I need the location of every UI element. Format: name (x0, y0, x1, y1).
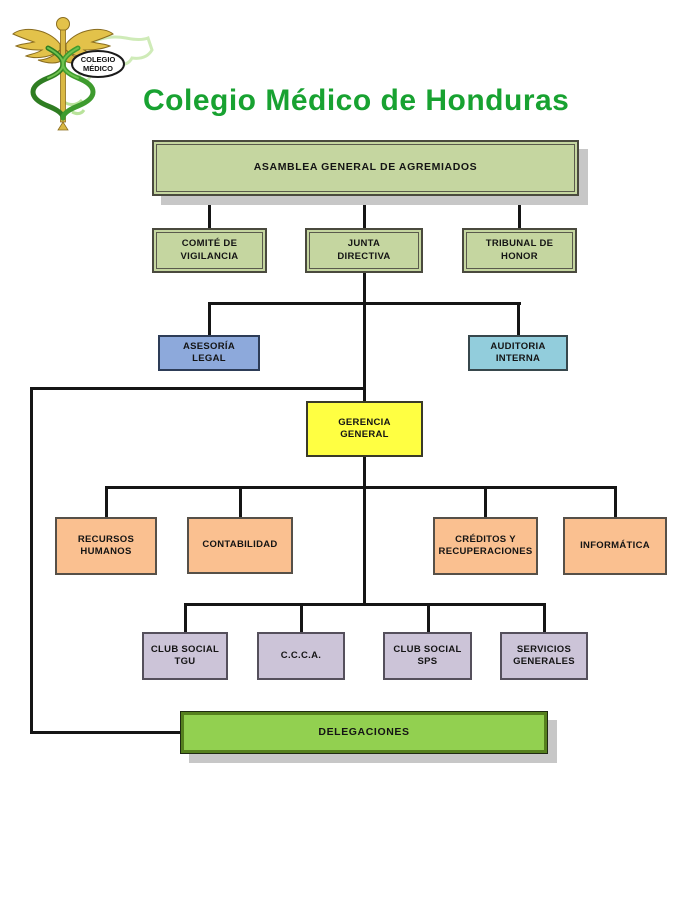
org-box-asesoria-legal: ASESORÍA LEGAL (158, 335, 260, 371)
logo-label-line1: COLEGIO (81, 55, 116, 64)
org-box-auditoria-interna: AUDITORIA INTERNA (468, 335, 568, 371)
connector-line (613, 487, 617, 517)
org-box-gerencia-general: GERENCIA GENERAL (306, 401, 423, 457)
connector-line (483, 487, 487, 517)
connector-line (207, 303, 211, 335)
connector-line (426, 604, 430, 632)
page-title: Colegio Médico de Honduras (143, 84, 570, 117)
org-box-club-social-sps: CLUB SOCIAL SPS (383, 632, 472, 680)
connector-line (104, 487, 108, 517)
org-box-contabilidad: CONTABILIDAD (187, 517, 293, 574)
org-box-informatica: INFORMÁTICA (563, 517, 667, 575)
org-box-recursos-humanos: RECURSOS HUMANOS (55, 517, 157, 575)
staff-tip (57, 121, 69, 131)
connector-line (29, 386, 366, 390)
connector-line (29, 730, 182, 734)
connector-line (104, 485, 617, 489)
org-box-asamblea: ASAMBLEA GENERAL DE AGREMIADOS (152, 140, 579, 196)
staff (60, 29, 66, 123)
connector-line (29, 388, 33, 734)
connector-line (238, 487, 242, 517)
org-box-servicios-generales: SERVICIOS GENERALES (500, 632, 588, 680)
connector-line (299, 604, 303, 632)
org-box-tribunal-honor: TRIBUNAL DE HONOR (462, 228, 577, 273)
logo-label-oval (71, 50, 125, 78)
caduceus-snakes (30, 45, 96, 121)
honduras-map-outline (72, 35, 154, 82)
connector-line (517, 196, 521, 228)
connector-line (207, 301, 521, 305)
connector-line (362, 196, 366, 228)
connector-line (183, 604, 187, 632)
logo-label-line2: MÉDICO (83, 64, 113, 73)
connector-line (516, 303, 520, 335)
org-box-creditos-recuperaciones: CRÉDITOS Y RECUPERACIONES (433, 517, 538, 575)
connector-line (542, 604, 546, 632)
org-box-comite-vigilancia: COMITÉ DE VIGILANCIA (152, 228, 267, 273)
org-box-ccca: C.C.C.A. (257, 632, 345, 680)
org-box-club-social-tgu: CLUB SOCIAL TGU (142, 632, 228, 680)
caduceus-logo: COLEGIO MÉDICO (12, 17, 154, 131)
staff-knob (56, 17, 70, 31)
connector-line (207, 196, 211, 228)
org-box-delegaciones: DELEGACIONES (180, 711, 548, 754)
connector-line (183, 602, 546, 606)
org-box-junta-directiva: JUNTA DIRECTIVA (305, 228, 423, 273)
